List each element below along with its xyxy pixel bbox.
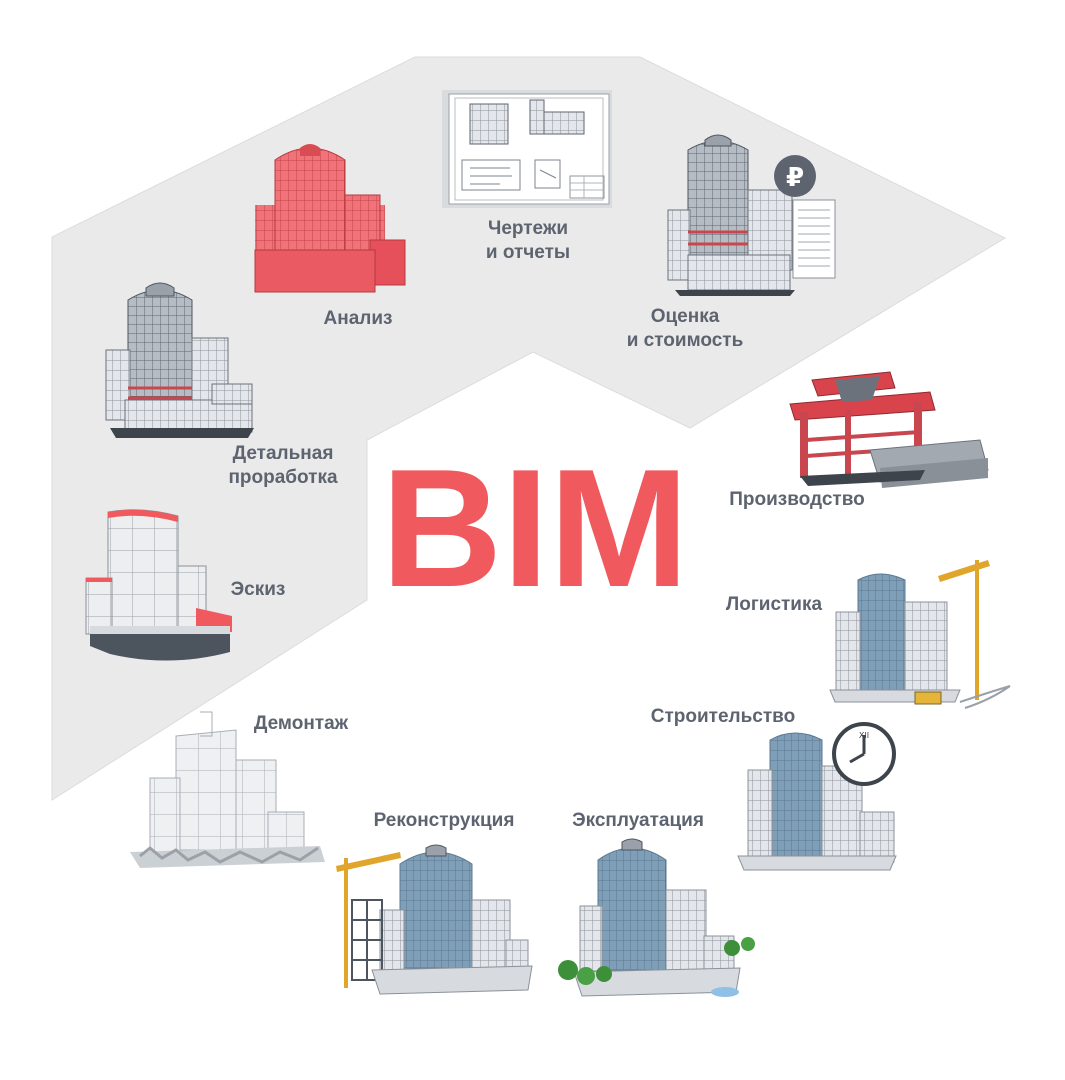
production-label: Производство <box>729 489 865 510</box>
clock-icon: XII <box>832 722 896 786</box>
operation-building-icon <box>558 838 755 997</box>
logistics-label: Логистика <box>725 594 823 615</box>
reconstruction-building-icon <box>336 844 533 995</box>
bim-title: BIM <box>381 434 689 622</box>
demolition-label: Демонтаж <box>253 713 349 734</box>
price-list-icon <box>792 199 836 279</box>
demolition-building-icon <box>130 711 325 868</box>
sketch-label: Эскиз <box>230 579 286 600</box>
analysis-label: Анализ <box>323 308 393 329</box>
drawings-sheet-icon <box>442 90 612 208</box>
construction-label: Строительство <box>650 706 796 727</box>
production-facility-icon <box>789 371 989 488</box>
analysis-building-icon <box>254 144 406 293</box>
detailed-building-icon <box>105 282 254 438</box>
svg-text:₽: ₽ <box>786 163 804 193</box>
sketch-building-icon <box>85 509 232 661</box>
drawings-label: Чертежи и отчеты <box>485 218 571 263</box>
construction-building-icon <box>737 732 897 871</box>
detailed-label: Детальная проработка <box>228 443 338 488</box>
reconstruction-label: Реконструкция <box>373 810 515 831</box>
ruble-icon: ₽ <box>774 155 816 197</box>
logistics-site-icon <box>829 560 1011 709</box>
estimate-label: Оценка и стоимость <box>626 306 744 351</box>
estimate-building-icon <box>667 134 795 296</box>
operation-label: Эксплуатация <box>572 810 704 831</box>
